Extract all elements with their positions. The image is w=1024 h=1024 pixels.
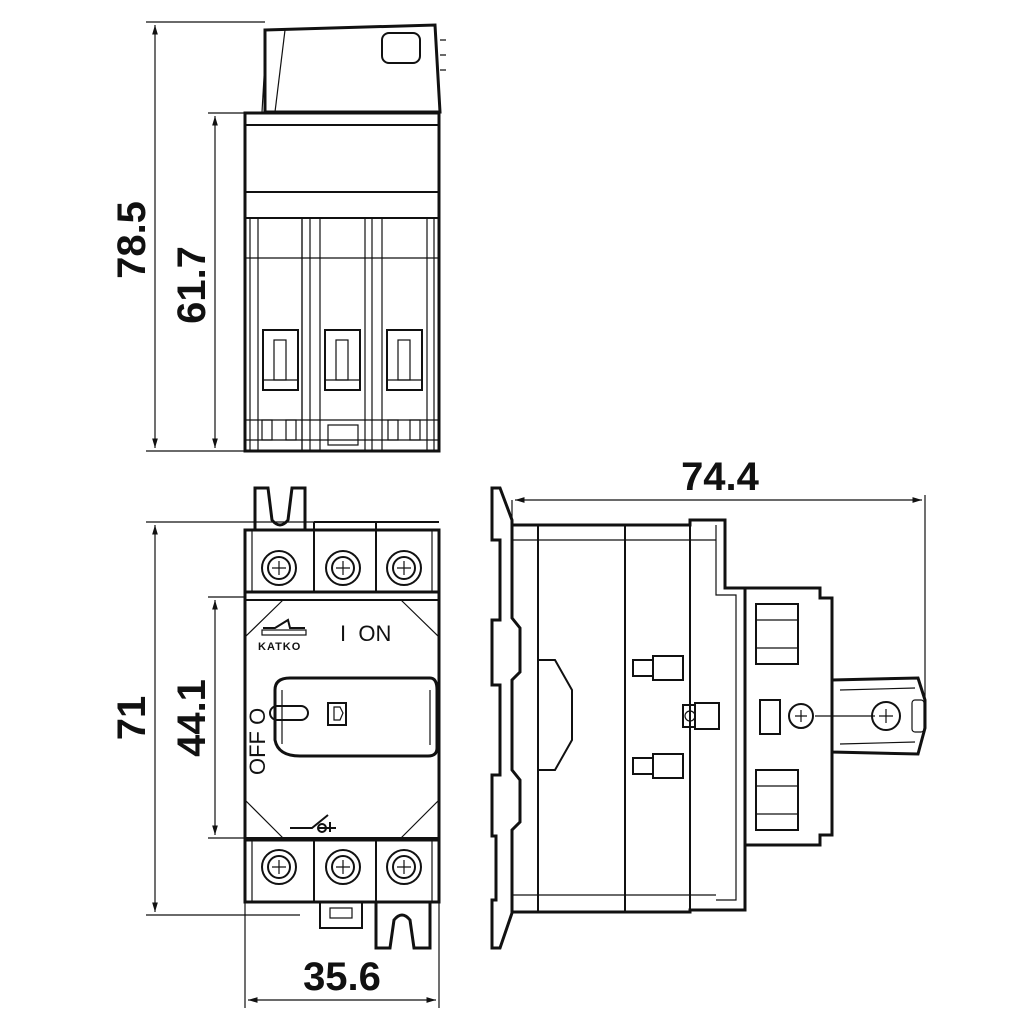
dimension-74-4: 74.4 <box>511 455 926 700</box>
brand-label: KATKO <box>258 641 301 653</box>
dim-74-4-label: 74.4 <box>681 455 760 499</box>
dim-44-1-label: 44.1 <box>170 679 214 757</box>
dim-78-5-label: 78.5 <box>110 201 154 279</box>
dimension-35-6: 35.6 <box>244 902 440 1008</box>
dimension-78-5: 78.5 <box>110 21 265 452</box>
on-label: I ON <box>340 621 391 646</box>
front-view: KATKO I ON OFF O <box>243 486 441 950</box>
dimension-61-7: 61.7 <box>170 112 245 448</box>
dim-71-label: 71 <box>110 696 154 741</box>
dimension-44-1: 44.1 <box>170 596 245 839</box>
top-view <box>243 23 446 453</box>
terminal-screws <box>261 550 422 885</box>
dim-61-7-label: 61.7 <box>170 246 214 324</box>
side-view <box>490 486 927 950</box>
dimension-71: 71 <box>110 521 314 916</box>
dim-35-6-label: 35.6 <box>303 955 381 999</box>
off-label: OFF O <box>245 708 270 775</box>
